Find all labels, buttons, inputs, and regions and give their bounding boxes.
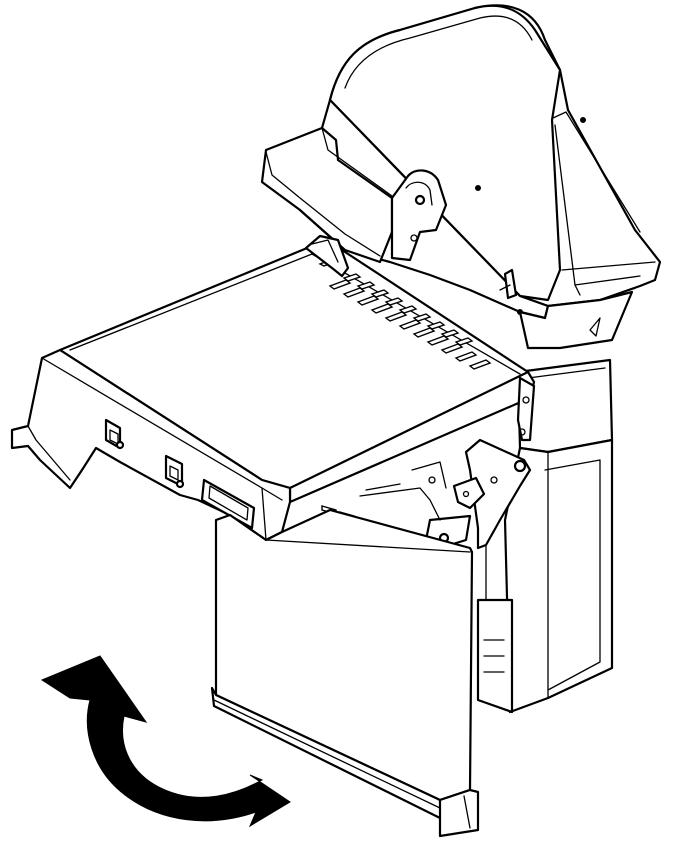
curved-arrow-icon [40, 655, 291, 828]
rear-stand [476, 358, 614, 714]
feed-table [58, 234, 536, 504]
hood-cover [260, 4, 662, 350]
table-slots [318, 259, 492, 370]
folded-panel [210, 508, 480, 838]
front-apron [10, 348, 292, 542]
